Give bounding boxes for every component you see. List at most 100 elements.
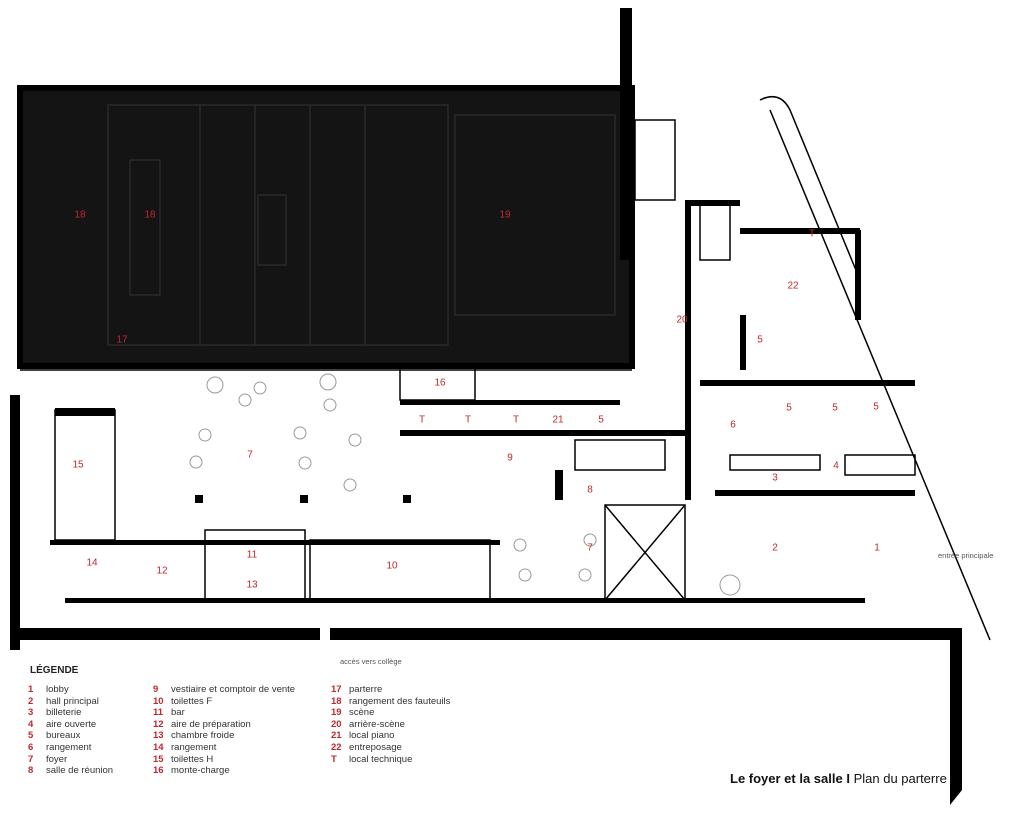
legend-label: foyer xyxy=(46,753,68,765)
legend-number: 13 xyxy=(153,730,164,742)
room-label-16: 16 xyxy=(434,377,446,389)
legend-number: 12 xyxy=(153,718,164,730)
legend-label: toilettes F xyxy=(171,695,213,707)
legend-label: monte-charge xyxy=(171,765,230,777)
room-label-1: 1 xyxy=(874,542,880,554)
legend-number: 4 xyxy=(28,718,34,730)
legend-number: 6 xyxy=(28,741,34,753)
legend-item: 14 rangement xyxy=(153,742,295,754)
legend-number: 10 xyxy=(153,695,164,707)
room-label-t: T xyxy=(418,414,426,426)
legend-label: toilettes H xyxy=(171,753,214,765)
room-label-13: 13 xyxy=(246,579,258,591)
legend-label: chambre froide xyxy=(171,730,235,742)
plan-title-regular: Plan du parterre xyxy=(853,771,947,786)
room-label-18: 18 xyxy=(144,209,156,221)
legend-number: 16 xyxy=(153,765,164,777)
room-label-22: 22 xyxy=(787,280,799,292)
room-label-8: 8 xyxy=(587,484,593,496)
room-label-12: 12 xyxy=(156,565,168,577)
legend-label: salle de réunion xyxy=(46,765,114,777)
legend-number: 14 xyxy=(153,741,164,753)
legend-item: 8 salle de réunion xyxy=(28,765,113,777)
legend-label: rangement des fauteuils xyxy=(349,695,451,707)
legend-item: 3 billeterie xyxy=(28,707,113,719)
room-label-17: 17 xyxy=(116,334,128,346)
room-label-15: 15 xyxy=(72,459,84,471)
plan-title-bold: Le foyer et la salle I xyxy=(730,771,850,786)
legend-label: billeterie xyxy=(46,707,82,719)
legend-label: entreposage xyxy=(349,741,402,753)
legend-column: 9 vestiaire et comptoir de vente 10 toilett… xyxy=(153,684,295,777)
room-label-3: 3 xyxy=(772,472,778,484)
legend-item: 16 monte-charge xyxy=(153,765,295,777)
legend-label: local technique xyxy=(349,753,413,765)
room-label-7: 7 xyxy=(587,542,593,554)
legend-column: 1 lobby 2 hall principal 3 billeterie 4 aire ou… xyxy=(28,684,113,777)
stage-wall xyxy=(620,8,632,260)
legend-label: lobby xyxy=(46,684,69,695)
legend-number: 11 xyxy=(153,707,164,719)
legend-item: 21 local piano xyxy=(331,730,450,742)
legend-number: 8 xyxy=(28,765,34,777)
legend-number: T xyxy=(331,753,337,765)
legend-item: 10 toilettes F xyxy=(153,696,295,708)
room-label-9: 9 xyxy=(507,452,513,464)
room-label-t: T xyxy=(808,228,816,240)
legend-item: 18 rangement des fauteuils xyxy=(331,696,450,708)
legend-item: 2 hall principal xyxy=(28,696,113,708)
legend-label: rangement xyxy=(171,741,217,753)
room-label-5: 5 xyxy=(598,414,604,426)
legend-item: 22 entreposage xyxy=(331,742,450,754)
legend-item: 9 vestiaire et comptoir de vente xyxy=(153,684,295,696)
room-label-6: 6 xyxy=(730,419,736,431)
room-label-5: 5 xyxy=(786,402,792,414)
room-label-20: 20 xyxy=(676,314,688,326)
legend-item: 5 bureaux xyxy=(28,730,113,742)
foyer-tables xyxy=(189,373,741,596)
legend-number: 3 xyxy=(28,707,34,719)
legend-number: 22 xyxy=(331,741,342,753)
room-label-11: 11 xyxy=(246,549,258,561)
legend-item: 4 aire ouverte xyxy=(28,719,113,731)
legend-label: hall principal xyxy=(46,695,99,707)
room-label-t: T xyxy=(512,414,520,426)
legend-number: 21 xyxy=(331,730,342,742)
room-label-5: 5 xyxy=(757,334,763,346)
room-label-t: T xyxy=(464,414,472,426)
plan-title: Le foyer et la salle I Plan du parterre xyxy=(730,771,947,786)
legend-label: arrière-scène xyxy=(349,718,405,730)
legend-label: aire de préparation xyxy=(171,718,251,730)
legend-label: scène xyxy=(349,707,375,719)
legend-number: 18 xyxy=(331,695,342,707)
seating-grid xyxy=(107,104,616,346)
room-label-14: 14 xyxy=(86,557,98,569)
legend-item: 13 chambre froide xyxy=(153,730,295,742)
auditorium-block xyxy=(17,85,635,369)
legend-label: aire ouverte xyxy=(46,718,97,730)
room-label-4: 4 xyxy=(833,460,839,472)
college-access-note: accès vers collège xyxy=(340,657,402,666)
legend-label: vestiaire et comptoir de vente xyxy=(171,684,296,695)
legend-number: 5 xyxy=(28,730,34,742)
room-label-2: 2 xyxy=(772,542,778,554)
room-label-5: 5 xyxy=(873,401,879,413)
legend-label: local piano xyxy=(349,730,395,742)
main-entrance-note: entrée principale xyxy=(938,551,994,560)
legend-number: 1 xyxy=(28,684,34,695)
legend-label: bureaux xyxy=(46,730,81,742)
legend-number: 2 xyxy=(28,695,34,707)
room-label-7: 7 xyxy=(247,449,253,461)
room-label-21: 21 xyxy=(552,414,564,426)
legend-number: 9 xyxy=(153,684,159,695)
room-label-18: 18 xyxy=(74,209,86,221)
